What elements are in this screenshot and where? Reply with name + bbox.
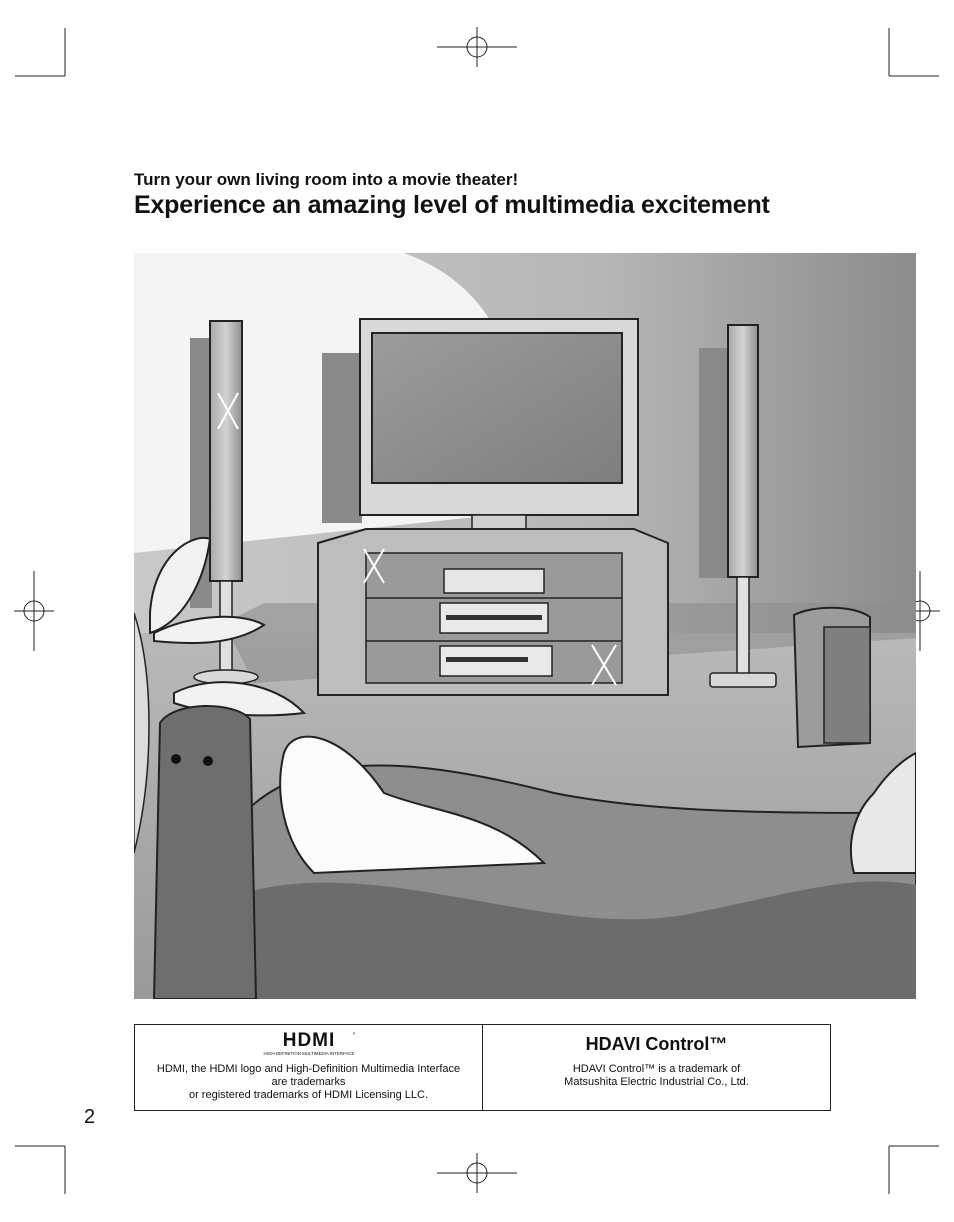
svg-text:™: ™ xyxy=(352,1032,355,1038)
hdavi-trademark-section: HDAVI Control™ HDAVI Control™ is a trade… xyxy=(483,1025,830,1110)
registration-target-top xyxy=(437,27,517,67)
trademark-box: HDMI ™ HIGH-DEFINITION MULTIMEDIA INTERF… xyxy=(134,1024,831,1111)
hdmi-trademark-section: HDMI ™ HIGH-DEFINITION MULTIMEDIA INTERF… xyxy=(135,1025,483,1110)
hdmi-notice-line-1: HDMI, the HDMI logo and High-Definition … xyxy=(156,1063,461,1075)
registration-target-left xyxy=(14,571,54,651)
home-theater-illustration xyxy=(134,253,916,999)
registration-target-bottom xyxy=(437,1153,517,1193)
hdavi-notice-line-2: Matsushita Electric Industrial Co., Ltd. xyxy=(564,1076,749,1088)
hdavi-control-brand: HDAVI Control™ xyxy=(585,1034,728,1054)
hdavi-notice-line-1: HDAVI Control™ is a trademark of xyxy=(572,1063,741,1075)
svg-text:HIGH-DEFINITION MULTIMEDIA INT: HIGH-DEFINITION MULTIMEDIA INTERFACE xyxy=(263,1051,354,1056)
hdmi-notice-line-2: are trademarks xyxy=(271,1076,346,1088)
svg-text:HDMI: HDMI xyxy=(282,1031,335,1051)
hdmi-logo: HDMI ™ HIGH-DEFINITION MULTIMEDIA INTERF… xyxy=(263,1031,355,1056)
page-number: 2 xyxy=(84,1106,96,1128)
page-subtitle: Turn your own living room into a movie t… xyxy=(134,170,519,189)
hdmi-notice-line-3: or registered trademarks of HDMI Licensi… xyxy=(188,1089,429,1101)
page-title: Experience an amazing level of multimedi… xyxy=(134,191,770,219)
